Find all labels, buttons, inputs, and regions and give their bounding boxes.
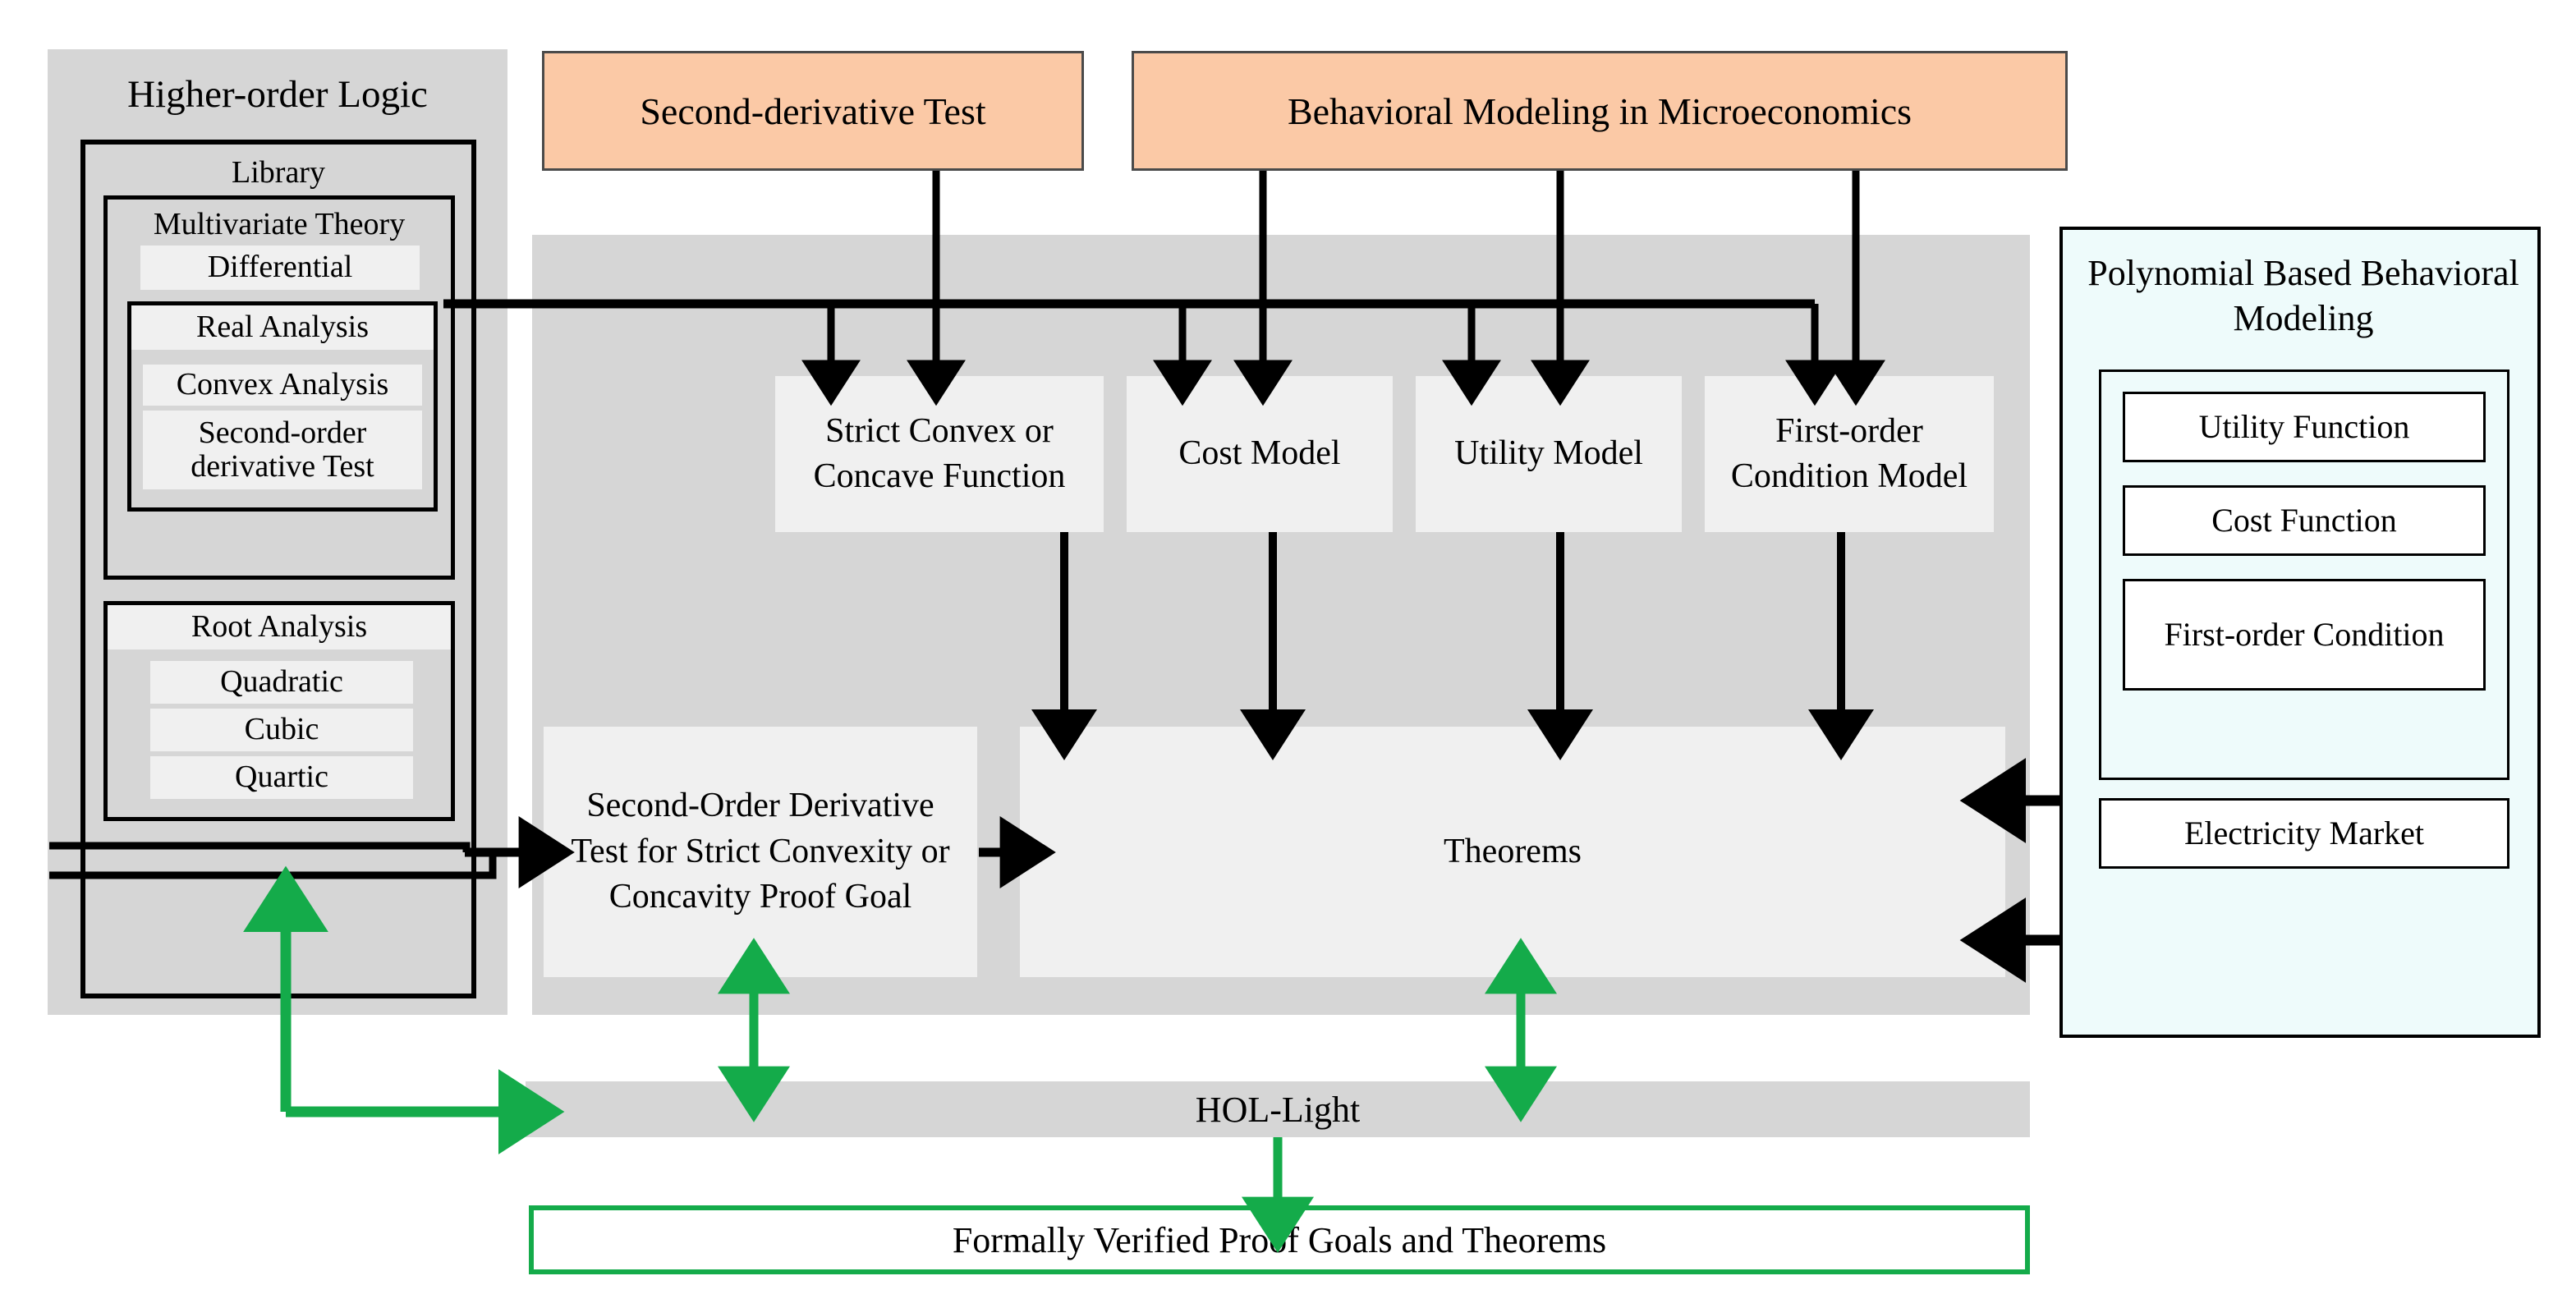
model-box-cost-model[interactable]: Cost Model <box>1127 376 1393 532</box>
real-analysis-box: Real Analysis Convex Analysis Second-ord… <box>127 301 438 512</box>
polynomial-panel-title: Polynomial Based Behavioral Modeling <box>2087 253 2519 338</box>
real-analysis-label: Real Analysis <box>131 305 434 350</box>
higher-order-logic-title: Higher-order Logic <box>127 73 428 116</box>
polynomial-based-behavioral-modeling-panel: Polynomial Based Behavioral Modeling Uti… <box>2059 227 2541 1038</box>
root-analysis-box: Root Analysis Quadratic Cubic Quartic <box>103 601 455 821</box>
library-item-differential[interactable]: Differential <box>140 246 420 290</box>
library-label: Library <box>232 155 325 190</box>
polynomial-item-cost-function[interactable]: Cost Function <box>2123 485 2486 556</box>
model-box-first-order-condition-model[interactable]: First-order Condition Model <box>1705 376 1994 532</box>
library-item-second-order-derivative-test[interactable]: Second-order derivative Test <box>143 411 422 489</box>
source-box-behavioral-modeling[interactable]: Behavioral Modeling in Microeconomics <box>1132 51 2068 171</box>
theorems-box[interactable]: Theorems <box>1020 727 2005 977</box>
library-item-cubic[interactable]: Cubic <box>150 709 413 751</box>
multivariate-theory-label: Multivariate Theory <box>153 207 406 241</box>
multivariate-theory-box: Multivariate Theory Differential Real An… <box>103 195 455 580</box>
proof-goal-box[interactable]: Second-Order Derivative Test for Strict … <box>544 727 977 977</box>
higher-order-logic-panel: Higher-order Logic Library Multivariate … <box>48 49 507 1015</box>
library-item-quartic[interactable]: Quartic <box>150 756 413 799</box>
polynomial-item-first-order-condition[interactable]: First-order Condition <box>2123 579 2486 691</box>
library-box: Library Multivariate Theory Differential… <box>80 140 476 998</box>
root-analysis-label: Root Analysis <box>108 605 451 649</box>
source-box-second-derivative-test[interactable]: Second-derivative Test <box>542 51 1084 171</box>
library-item-quadratic[interactable]: Quadratic <box>150 661 413 704</box>
formally-verified-box[interactable]: Formally Verified Proof Goals and Theore… <box>529 1205 2030 1274</box>
polynomial-item-utility-function[interactable]: Utility Function <box>2123 392 2486 462</box>
model-box-utility-model[interactable]: Utility Model <box>1416 376 1682 532</box>
polynomial-functions-group: Utility Function Cost Function First-ord… <box>2099 369 2509 780</box>
model-box-strict-convex-or-concave-function[interactable]: Strict Convex or Concave Function <box>775 376 1104 532</box>
polynomial-item-electricity-market[interactable]: Electricity Market <box>2099 798 2509 869</box>
library-item-convex-analysis[interactable]: Convex Analysis <box>143 365 422 406</box>
hol-light-bar[interactable]: HOL-Light <box>526 1081 2030 1137</box>
